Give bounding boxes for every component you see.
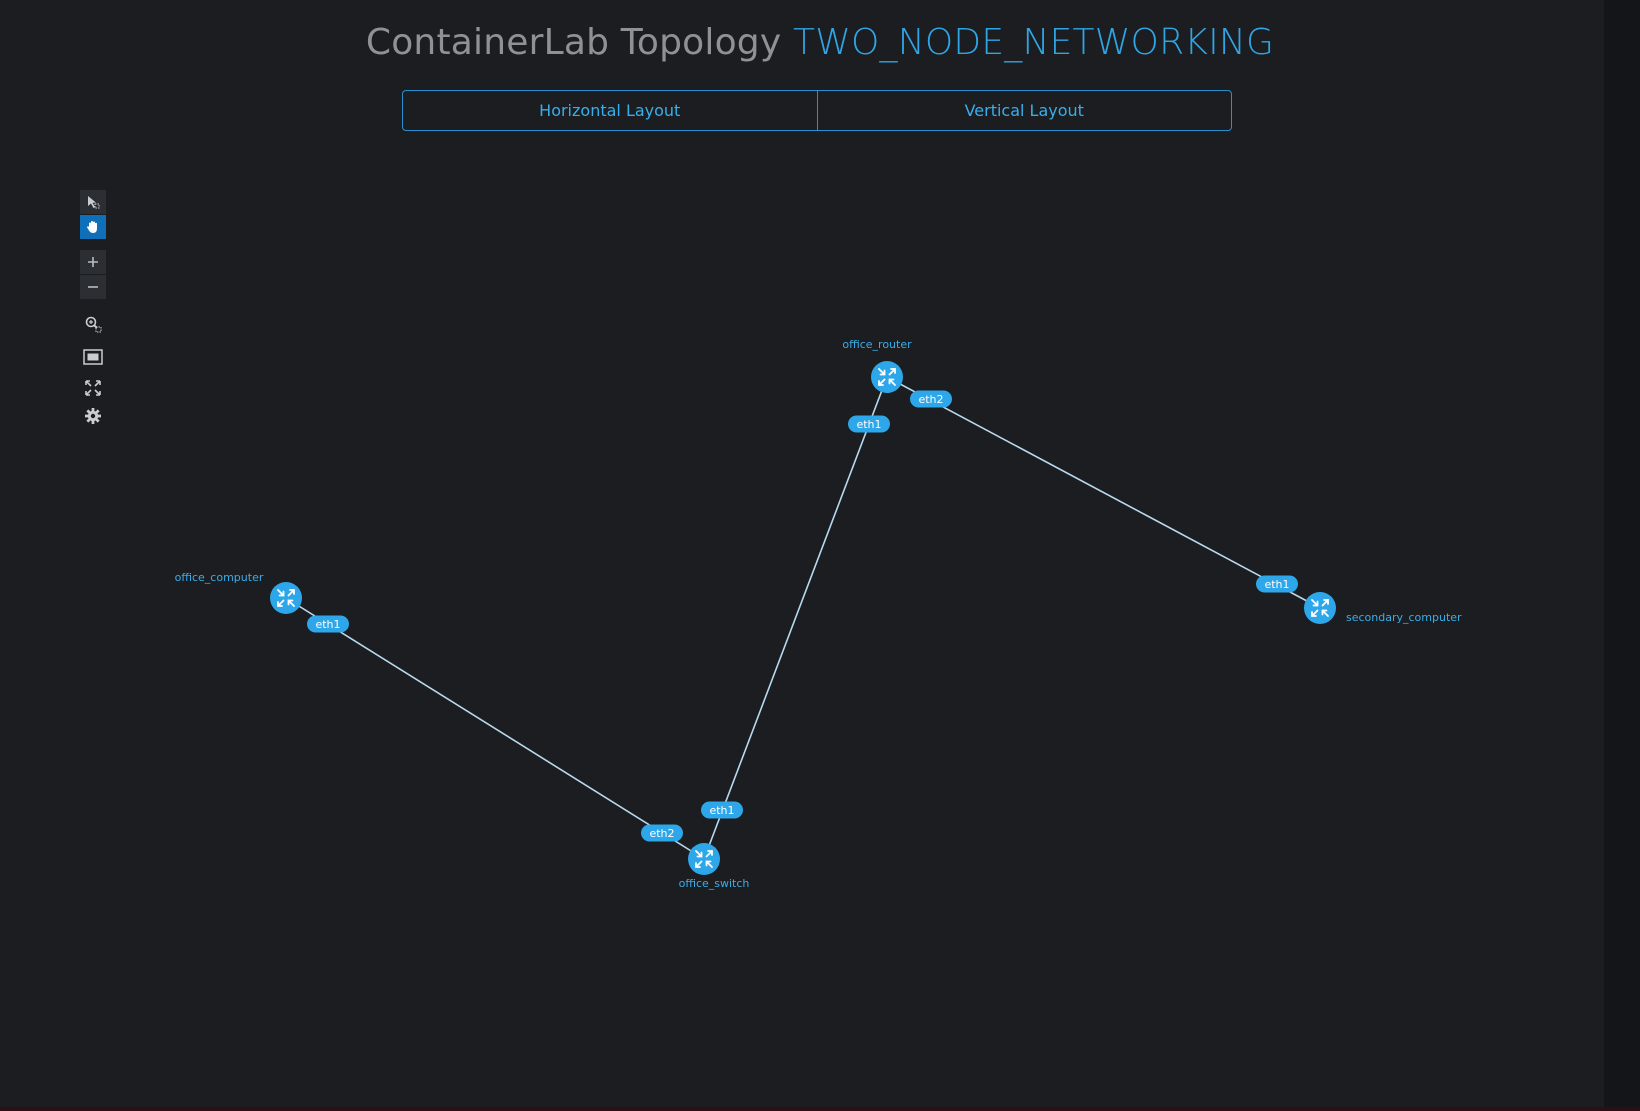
select-icon[interactable] [80,190,106,214]
link-office_switch-office_router[interactable] [703,376,888,860]
router-icon [277,589,295,607]
port-text: eth2 [649,827,674,840]
router-icon [695,850,713,868]
vertical-layout-button[interactable]: Vertical Layout [816,91,1232,130]
title-prefix: ContainerLab Topology [365,22,782,63]
port-label-office_router-eth1[interactable]: eth1 [848,415,890,433]
window-edge [1604,0,1640,1111]
node-circle [1304,592,1336,624]
ports-layer: eth1 eth2 eth1 eth1 eth2 eth1 [307,390,1298,842]
topology-name: TWO_NODE_NETWORKING [793,22,1275,63]
node-circle [688,843,720,875]
node-office_switch[interactable]: office_switch [679,843,750,890]
node-circle [871,361,903,393]
port-label-office_switch-eth2[interactable]: eth2 [641,824,683,842]
fit-view-icon[interactable] [80,345,106,369]
node-label: office_computer [175,571,264,584]
port-text: eth1 [1264,578,1289,591]
port-label-office_computer-eth1[interactable]: eth1 [307,615,349,633]
port-text: eth1 [856,418,881,431]
horizontal-layout-button[interactable]: Horizontal Layout [539,101,681,120]
port-badge [307,615,349,633]
settings-icon[interactable] [80,404,106,428]
nodes-layer: office_router office_computer office_switc… [175,338,1462,890]
node-label: office_switch [679,877,750,890]
node-label: secondary_computer [1346,611,1462,624]
page-title: ContainerLab Topology TWO_NODE_NETWORKIN… [0,22,1640,63]
port-text: eth2 [918,393,943,406]
link-office_router-secondary_computer[interactable] [886,376,1321,609]
port-badge [1256,575,1298,593]
port-label-office_router-eth2[interactable]: eth2 [910,390,952,408]
port-badge [641,824,683,842]
port-label-office_switch-eth1[interactable]: eth1 [701,801,743,819]
node-label: office_router [842,338,912,351]
router-icon [878,368,896,386]
node-secondary_computer[interactable]: secondary_computer [1304,592,1462,624]
zoom-out-icon[interactable] [80,275,106,299]
window-bottom-edge [0,1107,1640,1111]
port-text: eth1 [709,804,734,817]
node-circle [270,582,302,614]
port-badge [848,415,890,433]
port-label-secondary_computer-eth1[interactable]: eth1 [1256,575,1298,593]
layout-button-group: Horizontal Layout Vertical Layout [402,90,1232,131]
node-office_router[interactable]: office_router [842,338,912,393]
zoom-selection-icon[interactable] [80,312,106,336]
fullscreen-icon[interactable] [80,376,106,400]
pan-icon[interactable] [80,215,106,239]
link-office_computer-office_switch[interactable] [285,597,705,860]
zoom-in-icon[interactable] [80,250,106,274]
router-icon [1311,599,1329,617]
port-badge [701,801,743,819]
node-office_computer[interactable]: office_computer [175,571,302,614]
port-badge [910,390,952,408]
port-text: eth1 [315,618,340,631]
links-layer [285,376,1321,860]
